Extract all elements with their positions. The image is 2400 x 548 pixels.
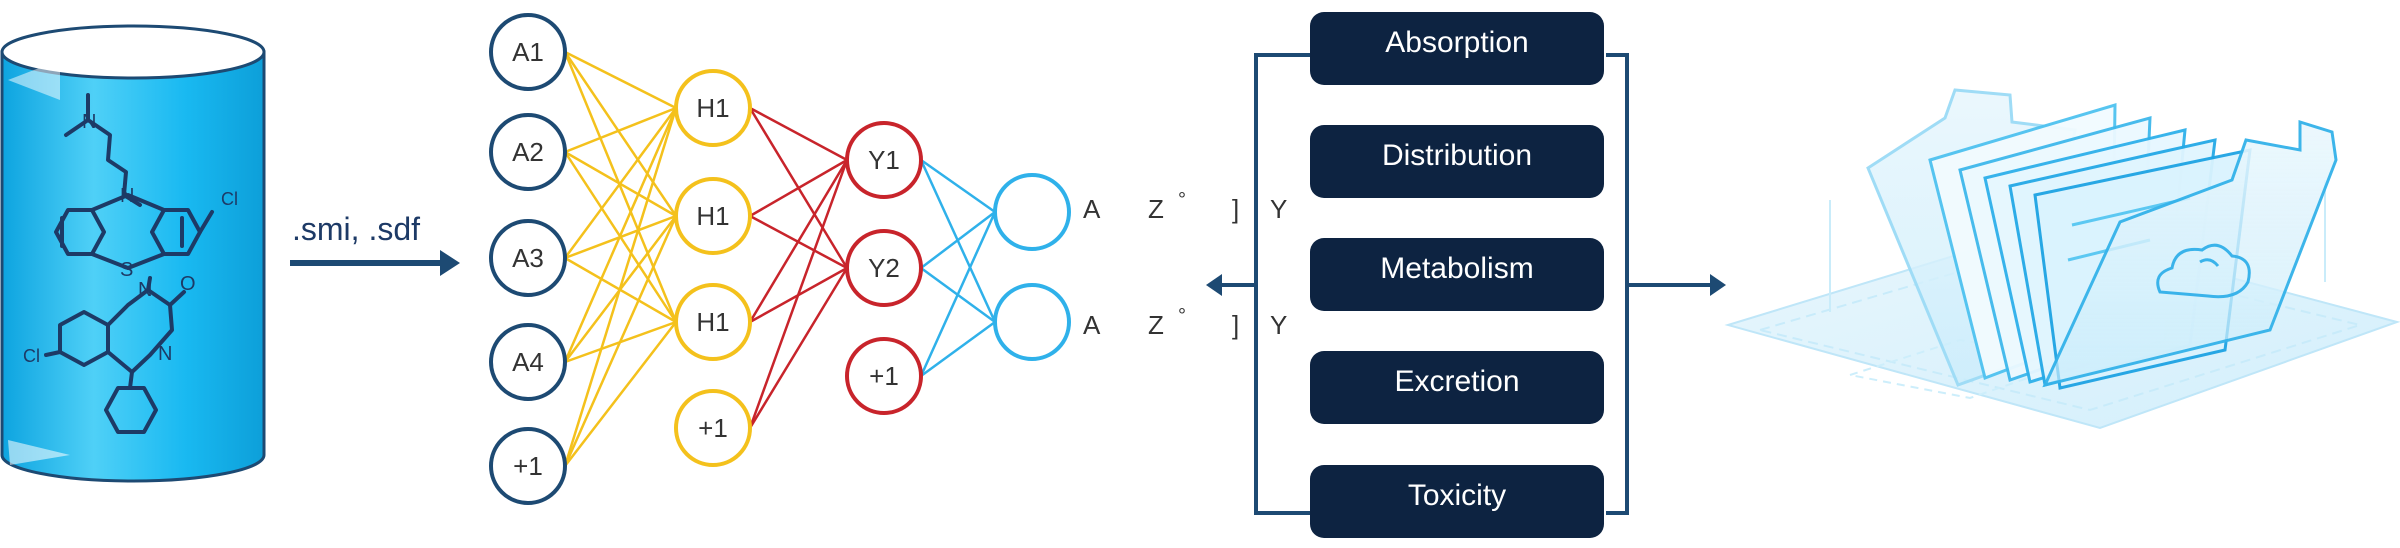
hidden2-node: Y2 — [847, 231, 921, 305]
output-label-1-deg: ° — [1178, 189, 1186, 211]
input-node-label: A1 — [512, 37, 544, 67]
input-node: A4 — [491, 325, 565, 399]
network-connections — [565, 52, 995, 466]
output-node-circle — [995, 285, 1069, 359]
admet-property-label: Excretion — [1394, 365, 1519, 398]
cloud-folder-documents-icon — [1728, 90, 2397, 428]
input-format-label: .smi, .sdf — [292, 211, 420, 247]
hidden2-output-edge — [921, 212, 995, 376]
input-node: +1 — [491, 429, 565, 503]
hidden2-node: +1 — [847, 339, 921, 413]
drug-database-cylinder — [2, 26, 264, 481]
admet-left-arrow-head — [1206, 274, 1222, 296]
admet-property-label: Distribution — [1382, 139, 1532, 172]
admet-property-toxicity: Toxicity — [1310, 465, 1604, 538]
hidden1-node-label: H1 — [696, 201, 729, 231]
input-hidden1-edge — [565, 52, 676, 322]
admet-property-metabolism: Metabolism — [1310, 238, 1604, 311]
hidden1-hidden2-edge — [750, 160, 847, 322]
input-node-label: A4 — [512, 347, 544, 377]
admet-property-excretion: Excretion — [1310, 351, 1604, 424]
output-label-1-bracket: ] — [1232, 194, 1239, 224]
input-hidden1-edge — [565, 52, 676, 216]
admet-property-absorption: Absorption — [1310, 12, 1604, 85]
hidden2-node-label: +1 — [869, 361, 899, 391]
hidden1-node: H1 — [676, 285, 750, 359]
hidden1-node-label: H1 — [696, 93, 729, 123]
output-label-2-y: Y — [1270, 310, 1287, 340]
nitrogen-label-2: N — [120, 185, 134, 207]
input-node: A2 — [491, 115, 565, 189]
hidden1-node-label: H1 — [696, 307, 729, 337]
input-node: A1 — [491, 15, 565, 89]
output-label-2-a: A — [1083, 310, 1101, 340]
hidden2-node-label: Y2 — [868, 253, 900, 283]
sulfur-label: S — [120, 259, 133, 281]
admet-property-label: Metabolism — [1380, 252, 1533, 285]
input-node-label: +1 — [513, 451, 543, 481]
chlorine-label-2: Cl — [23, 346, 40, 366]
chlorine-label-1: Cl — [221, 189, 238, 209]
admet-properties: AbsorptionDistributionMetabolismExcretio… — [1310, 12, 1604, 538]
admet-left-bracket — [1256, 55, 1312, 513]
hidden1-node: H1 — [676, 179, 750, 253]
hidden1-node-label: +1 — [698, 413, 728, 443]
output-label-1-y: Y — [1270, 194, 1287, 224]
hidden1-node: +1 — [676, 391, 750, 465]
output-label-2-z: Z — [1148, 310, 1164, 340]
input-node: A3 — [491, 221, 565, 295]
output-label-1-z: Z — [1148, 194, 1164, 224]
input-node-label: A3 — [512, 243, 544, 273]
hidden1-node: H1 — [676, 71, 750, 145]
input-hidden1-edge — [565, 52, 676, 108]
hidden1-hidden2-edge — [750, 160, 847, 216]
admet-property-label: Toxicity — [1408, 479, 1506, 512]
output-node-circle — [995, 175, 1069, 249]
admet-property-label: Absorption — [1385, 26, 1528, 59]
output-node — [995, 175, 1069, 249]
output-label-1-a: A — [1083, 194, 1101, 224]
hidden2-output-edge — [921, 212, 995, 268]
input-arrow-head — [440, 250, 460, 276]
output-label-2-deg: ° — [1178, 305, 1186, 327]
output-label-2-bracket: ] — [1232, 310, 1239, 340]
output-node — [995, 285, 1069, 359]
oxygen-label: O — [180, 273, 196, 295]
admet-right-arrow-head — [1710, 274, 1726, 296]
hidden2-node: Y1 — [847, 123, 921, 197]
hidden2-node-label: Y1 — [868, 145, 900, 175]
nitrogen-label-3: N — [138, 279, 152, 301]
admet-property-distribution: Distribution — [1310, 125, 1604, 198]
input-node-label: A2 — [512, 137, 544, 167]
admet-right-bracket — [1606, 55, 1627, 513]
nitrogen-label-4: N — [158, 343, 172, 365]
nitrogen-label-1: N — [82, 111, 96, 133]
